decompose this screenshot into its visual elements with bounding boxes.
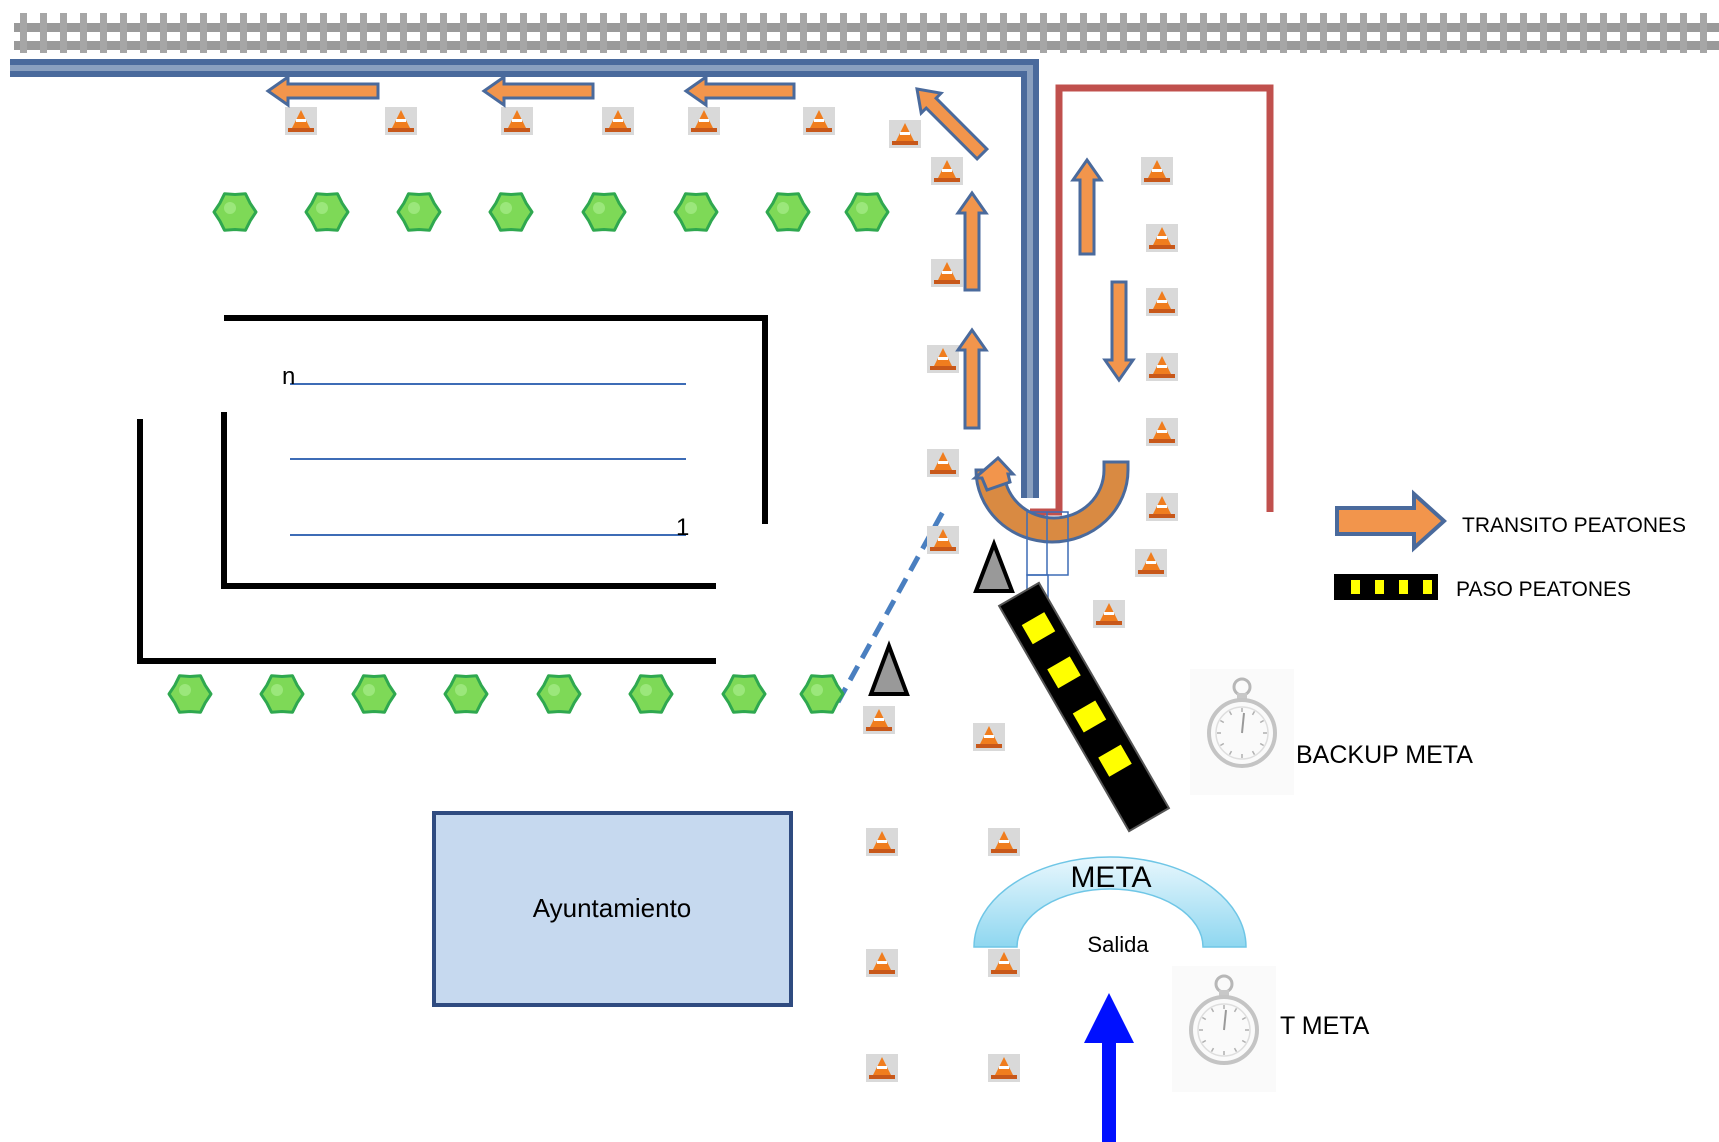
finish-approach-arrow <box>1084 993 1134 1142</box>
transit-arrow <box>1102 280 1136 383</box>
tree-row <box>167 192 890 714</box>
transit-arrow <box>265 74 380 108</box>
t-meta-label: T META <box>1280 1012 1370 1040</box>
cone-markers <box>285 107 1178 1082</box>
tree-icon <box>351 674 397 714</box>
traffic-cone-icon <box>988 828 1020 856</box>
start-label: Salida <box>1087 932 1149 957</box>
tree-icon <box>765 192 811 232</box>
tree-icon <box>212 192 258 232</box>
traffic-cone-icon <box>803 107 835 135</box>
traffic-cone-icon <box>1146 353 1178 381</box>
finish-arch <box>973 856 1247 948</box>
transit-arrow <box>955 327 989 430</box>
lane-label-top: n <box>282 363 295 390</box>
traffic-cone-icon <box>889 120 921 148</box>
traffic-cone-icon <box>285 107 317 135</box>
traffic-cone-icon <box>863 706 895 734</box>
tree-icon <box>799 674 845 714</box>
stopwatch-icon <box>1172 966 1276 1092</box>
traffic-cone-icon <box>866 828 898 856</box>
transit-arrow <box>481 74 595 108</box>
traffic-cone-icon <box>1141 157 1173 185</box>
tree-icon <box>443 674 489 714</box>
tree-icon <box>396 192 442 232</box>
tree-icon <box>259 674 305 714</box>
warning-triangle-icon <box>973 538 1015 593</box>
traffic-cone-icon <box>1146 224 1178 252</box>
parking-outline <box>137 315 768 664</box>
traffic-cone-icon <box>1093 600 1125 628</box>
tree-icon <box>673 192 719 232</box>
legend-crossing-swatch <box>1334 574 1438 600</box>
traffic-cone-icon <box>931 157 963 185</box>
traffic-cone-icon <box>866 1054 898 1082</box>
blue-barrier <box>10 59 1039 498</box>
tree-icon <box>628 674 674 714</box>
traffic-cone-icon <box>973 723 1005 751</box>
traffic-cone-icon <box>385 107 417 135</box>
transit-arrow <box>915 87 990 162</box>
tree-icon <box>167 674 213 714</box>
traffic-cone-icon <box>866 949 898 977</box>
traffic-cone-icon <box>602 107 634 135</box>
traffic-cone-icon <box>688 107 720 135</box>
town-hall-label: Ayuntamiento <box>533 893 692 923</box>
traffic-cone-icon <box>1146 493 1178 521</box>
pedestrian-crossing <box>997 581 1171 833</box>
tree-icon <box>581 192 627 232</box>
railway-track-icon <box>14 13 1719 53</box>
transit-arrow <box>683 74 796 108</box>
tree-icon <box>488 192 534 232</box>
legend-transit-arrow <box>1335 489 1447 553</box>
legend-crossing-label: PASO PEATONES <box>1456 578 1631 601</box>
transit-arrow <box>955 190 989 292</box>
legend: TRANSITO PEATONES PASO PEATONES <box>1334 489 1686 601</box>
traffic-cone-icon <box>988 1054 1020 1082</box>
finish-label: META <box>1070 861 1151 894</box>
traffic-cone-icon <box>927 526 959 554</box>
traffic-cone-icon <box>927 449 959 477</box>
tree-icon <box>304 192 350 232</box>
lane-label-bottom: 1 <box>676 514 689 541</box>
tree-icon <box>536 674 582 714</box>
tree-icon <box>721 674 767 714</box>
transit-arrow <box>1070 157 1104 256</box>
u-turn-arrow <box>970 455 1130 544</box>
legend-transit-label: TRANSITO PEATONES <box>1462 514 1686 537</box>
stopwatch-icon <box>1190 669 1294 795</box>
route-arrows <box>265 74 1136 430</box>
town-hall-building <box>432 811 793 1007</box>
backup-meta-label: BACKUP META <box>1296 741 1473 769</box>
traffic-cone-icon <box>988 949 1020 977</box>
traffic-cone-icon <box>927 345 959 373</box>
tree-icon <box>844 192 890 232</box>
lane-lines <box>290 383 686 536</box>
traffic-cone-icon <box>501 107 533 135</box>
traffic-cone-icon <box>1146 288 1178 316</box>
traffic-cone-icon <box>931 259 963 287</box>
warning-triangle-icon <box>868 640 910 696</box>
traffic-cone-icon <box>1146 418 1178 446</box>
traffic-cone-icon <box>1135 549 1167 577</box>
